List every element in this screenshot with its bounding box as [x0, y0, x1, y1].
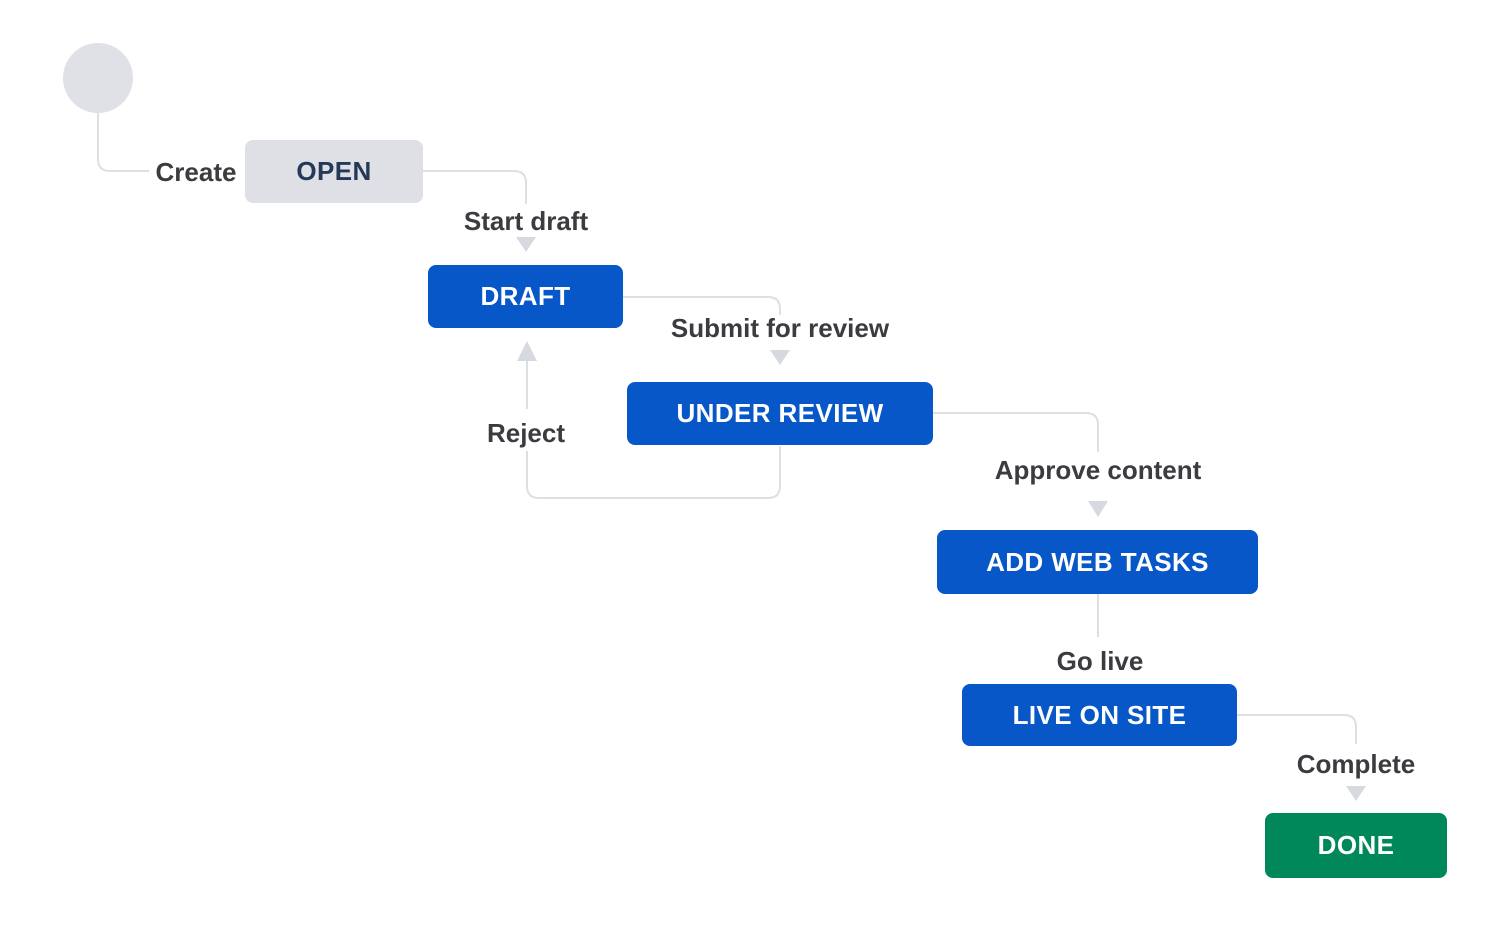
status-node-under-review[interactable]: UNDER REVIEW [627, 382, 933, 445]
connector-submit-for-review [623, 296, 781, 315]
status-node-add-web-tasks[interactable]: ADD WEB TASKS [937, 530, 1258, 594]
arrowhead-reject [517, 341, 537, 361]
transition-label-approve-content[interactable]: Approve content [994, 455, 1202, 485]
status-label: OPEN [296, 156, 372, 186]
transition-label-go-live[interactable]: Go live [1056, 646, 1144, 676]
connector-start-draft [423, 170, 527, 204]
status-node-done[interactable]: DONE [1265, 813, 1447, 878]
start-node[interactable] [63, 43, 133, 113]
connector-reject-loop [526, 446, 781, 499]
arrowhead-start-draft [516, 237, 536, 252]
transition-label-complete[interactable]: Complete [1296, 749, 1416, 779]
connector-complete [1237, 714, 1357, 744]
status-node-live-on-site[interactable]: LIVE ON SITE [962, 684, 1237, 746]
status-node-open[interactable]: OPEN [245, 140, 423, 203]
status-label: ADD WEB TASKS [986, 546, 1209, 577]
arrowhead-approve-content [1088, 501, 1108, 517]
connector-create [97, 113, 149, 172]
arrowhead-submit-for-review [770, 350, 790, 365]
transition-label-create[interactable]: Create [155, 157, 237, 187]
transition-label-reject[interactable]: Reject [486, 418, 566, 448]
status-label: DONE [1317, 830, 1395, 860]
status-label: DRAFT [480, 281, 571, 311]
arrowhead-complete [1346, 786, 1366, 801]
transition-label-submit-for-review[interactable]: Submit for review [670, 313, 890, 343]
status-label: LIVE ON SITE [1012, 699, 1187, 730]
status-node-draft[interactable]: DRAFT [428, 265, 623, 328]
transition-label-start-draft[interactable]: Start draft [463, 206, 589, 236]
connector-approve-content [933, 412, 1099, 452]
status-label: UNDER REVIEW [676, 398, 884, 428]
